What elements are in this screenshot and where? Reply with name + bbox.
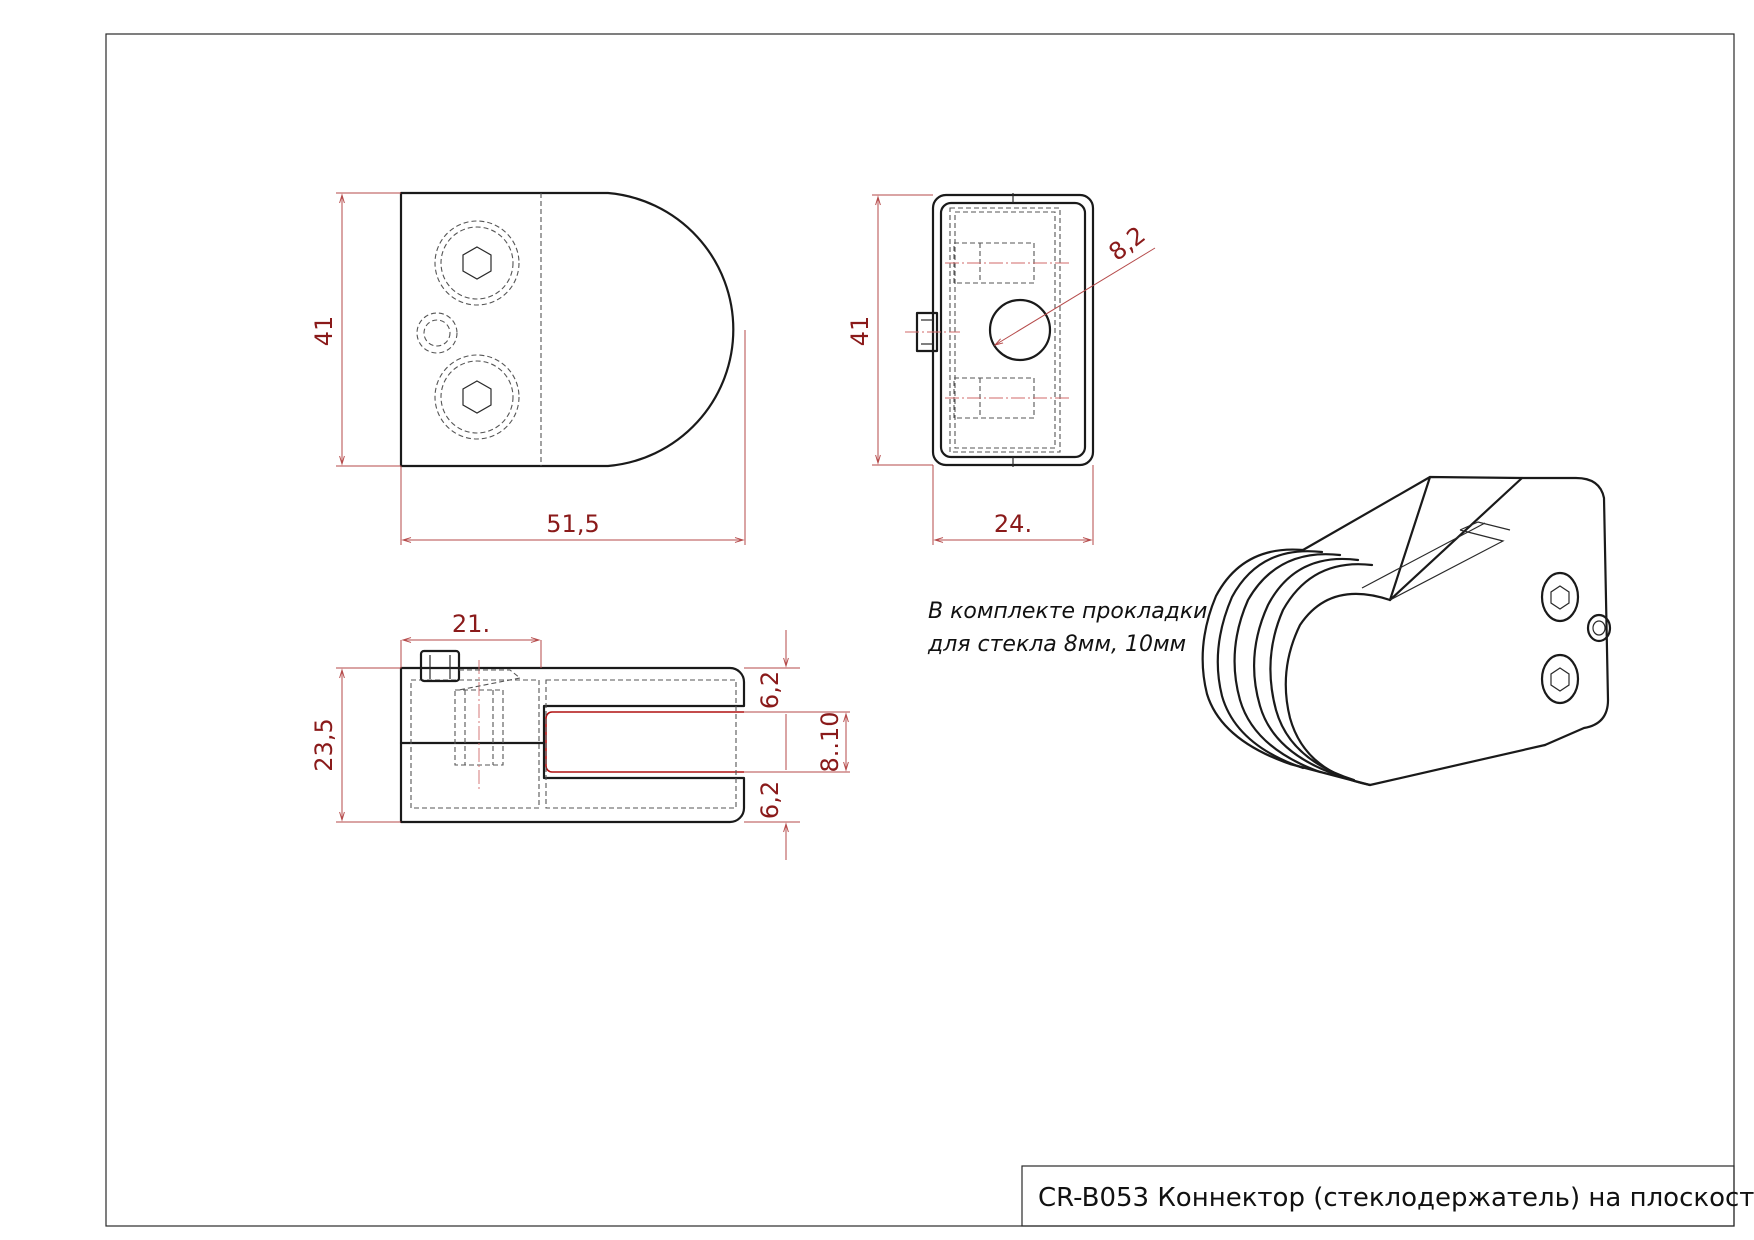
isometric-screw-top — [1540, 571, 1580, 623]
top-view: 21. 23,5 6,2 8..10 6,2 — [310, 610, 850, 860]
top-view-setscrew — [419, 649, 522, 691]
front-view-setscrew — [416, 312, 458, 354]
top-view-bolt — [454, 660, 504, 790]
front-view-screw-top — [434, 220, 520, 306]
top-view-outline — [399, 666, 746, 824]
kit-note: В комплекте прокладки для стекла 8мм, 10… — [927, 599, 1207, 657]
kit-note-line-2: для стекла 8мм, 10мм — [927, 632, 1186, 657]
front-width-label: 51,5 — [546, 510, 599, 538]
side-view-bolt-top — [945, 242, 1070, 284]
side-width-label: 24. — [994, 510, 1032, 538]
hole-diameter-label: 8,2 — [1103, 221, 1150, 267]
front-height-label: 41 — [310, 316, 338, 347]
kit-note-line-1: В комплекте прокладки — [928, 599, 1207, 624]
sheet-frame — [105, 33, 1735, 1227]
isometric-screw-bottom — [1540, 653, 1580, 705]
top-view-glass-slot — [545, 711, 744, 773]
title-block: CR-B053 Коннектор (стеклодержатель) на п… — [1021, 1165, 1754, 1227]
top-screw-offset-label: 21. — [452, 610, 490, 638]
isometric-setscrew — [1586, 613, 1612, 643]
isometric-view — [1201, 475, 1612, 787]
glass-gap-label: 8..10 — [816, 711, 844, 772]
front-view-outline — [399, 191, 735, 468]
side-view-hole — [988, 298, 1052, 362]
side-view-bolt-bottom — [945, 377, 1070, 419]
top-height-label: 23,5 — [310, 718, 338, 771]
front-view: 41 51,5 — [310, 191, 746, 545]
side-view: 8,2 41 24. — [846, 193, 1156, 545]
side-view-outline — [931, 193, 1095, 467]
front-view-screw-bottom — [434, 354, 520, 440]
jaw-lower-label: 6,2 — [756, 781, 784, 819]
side-view-setscrew — [905, 311, 960, 353]
title-block-text: CR-B053 Коннектор (стеклодержатель) на п… — [1038, 1183, 1754, 1213]
side-height-label: 41 — [846, 316, 874, 347]
jaw-upper-label: 6,2 — [756, 671, 784, 709]
